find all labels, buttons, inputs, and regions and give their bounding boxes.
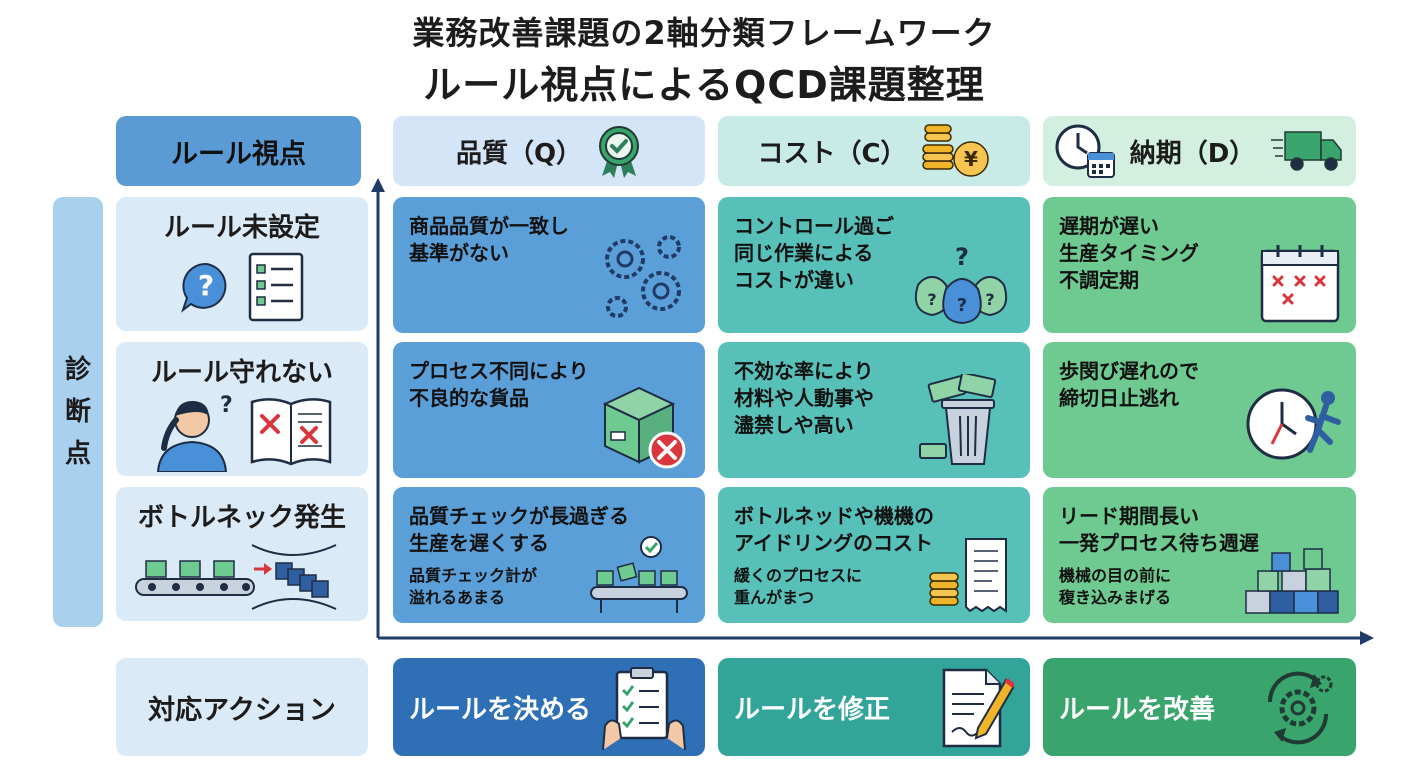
cell-delivery-bottleneck: リード期間長い一発プロセス待ち週遅 機械の目の前に稪き込みまげる [1043, 487, 1356, 623]
cell-delivery-rule-not-followed: 歩閔び遅れので締切日止逃れ [1043, 342, 1356, 478]
clock-running-icon [1246, 388, 1341, 460]
cell-text-line: 商品品質が一致し [409, 214, 569, 238]
cell-text-line: 歩閔び遅れので [1059, 359, 1199, 383]
row-label-rule-not-followed: ルール守れない ? [116, 342, 368, 476]
header-delivery: 納期（D） [1043, 116, 1356, 186]
defective-box-icon [602, 386, 686, 469]
clipboard-hands-icon [602, 667, 686, 750]
horizontal-axis-arrowhead [1360, 631, 1374, 645]
cell-text-line: 基準がない [409, 241, 509, 265]
cell-text-line: アイドリングのコスト [734, 531, 933, 555]
coins-receipt-icon [929, 538, 1007, 613]
cell-text-line: 同じ作業による [734, 241, 874, 265]
cell-text-line: 遅期が遅い [1059, 214, 1159, 238]
cell-subtext-line: 稪き込みまげる [1059, 588, 1172, 607]
row-label-text: ルール守れない [150, 358, 333, 388]
svg-text:?: ? [957, 295, 967, 316]
cell-cost-rule-not-set: コントロール過ご同じ作業によるコストが違い ???? [718, 197, 1030, 333]
diagnosis-char: 点 [64, 439, 91, 469]
vertical-axis-arrowhead [371, 178, 385, 192]
action-cost: ルールを修正 [718, 658, 1030, 756]
diagnosis-char: 診 [64, 355, 91, 385]
cell-text-line: 不調定期 [1059, 268, 1139, 292]
svg-text:?: ? [985, 290, 994, 309]
cell-text-line: 不効な率により [734, 359, 874, 383]
cell-text-line: コントロール過ご [734, 214, 894, 238]
gear-cycle-icon [1267, 671, 1333, 745]
row-label-bottleneck: ボトルネック発生 [116, 487, 368, 621]
header-cost-label: コスト（C） [757, 138, 907, 169]
header-quality: 品質（Q） [393, 116, 705, 186]
clock-calendar-icon [1055, 124, 1115, 178]
svg-text:?: ? [198, 269, 214, 302]
inspection-conveyor-icon [590, 536, 688, 613]
cell-text-line: 濜禁しや高い [734, 413, 854, 437]
rule-book-icon [250, 398, 332, 466]
stacked-boxes-icon [1245, 548, 1339, 614]
cell-text-line: 材料や人動事や [734, 386, 874, 410]
row-label-text: ルール未設定 [163, 213, 320, 243]
action-cost-label: ルールを修正 [734, 694, 891, 725]
money-trash-icon [919, 374, 997, 465]
award-badge-icon [599, 126, 640, 178]
cell-subtext-line: 溢れるあまる [409, 588, 506, 607]
cell-text-line: リード期間長い [1059, 504, 1199, 528]
cell-text-line: 生産タイミング [1059, 241, 1199, 265]
cell-cost-rule-not-followed: 不効な率により材料や人動事や濜禁しや高い [718, 342, 1030, 478]
cell-quality-rule-not-followed: プロセス不同により不良的な貨品 [393, 342, 705, 478]
row-label-rule-not-set: ルール未設定 ? [116, 197, 368, 331]
page-title: 業務改善課題の2軸分類フレームワーク [412, 14, 996, 52]
delivery-truck-icon [1271, 131, 1343, 171]
diagnosis-axis-label: 診 断 点 [53, 197, 103, 627]
svg-text:?: ? [955, 243, 969, 271]
confused-person-icon: ? [156, 393, 233, 472]
cell-quality-rule-not-set: 商品品質が一致し基準がない [393, 197, 705, 333]
header-cost: コスト（C） ¥ [718, 116, 1030, 186]
calendar-missed-icon [1260, 245, 1340, 323]
cell-quality-bottleneck: 品質チェックが長過ぎる生産を遅くする 品質チェック計が溢れるあまる [393, 487, 705, 623]
header-quality-label: 品質（Q） [455, 138, 583, 169]
diagnosis-char: 断 [64, 397, 91, 427]
cell-text-line: 不良的な貨品 [409, 386, 529, 410]
action-quality-label: ルールを決める [409, 694, 592, 725]
action-delivery-label: ルールを改善 [1059, 694, 1216, 725]
cell-text-line: 品質チェックが長過ぎる [409, 504, 629, 528]
money-bags-question-icon: ???? [914, 243, 1008, 325]
svg-text:¥: ¥ [964, 147, 978, 171]
page-subtitle: ルール視点によるQCD課題整理 [423, 63, 985, 107]
cell-subtext-line: 緩くのプロセスに [734, 566, 863, 585]
cell-text-line: 生産を遅くする [409, 531, 549, 555]
svg-text:?: ? [927, 290, 936, 309]
cell-text-line: ボトルネッドや機機の [734, 504, 934, 528]
action-delivery: ルールを改善 [1043, 658, 1356, 756]
coins-yen-icon: ¥ [921, 124, 989, 177]
action-row-label: 対応アクション [116, 658, 368, 756]
header-delivery-label: 納期（D） [1129, 138, 1256, 169]
cell-text-line: 締切日止逃れ [1059, 386, 1179, 410]
document-pencil-icon [942, 668, 1014, 748]
cell-text-line: コストが違い [734, 268, 854, 292]
checklist-icon [248, 252, 304, 322]
cell-subtext-line: 品質チェック計が [409, 566, 538, 585]
cell-text-line: プロセス不同により [409, 359, 589, 383]
cell-subtext-line: 重んがまつ [734, 588, 815, 607]
question-bubble-icon: ? [181, 262, 227, 313]
conveyor-bottleneck-icon [135, 544, 337, 610]
cell-subtext-line: 機械の目の前に [1059, 566, 1172, 585]
cell-delivery-rule-not-set: 遅期が遅い生産タイミング不調定期 [1043, 197, 1356, 333]
cell-text-line: 一発プロセス待ち週遅 [1059, 531, 1259, 555]
row-label-text: ボトルネック発生 [137, 503, 346, 533]
gears-icon [605, 235, 681, 318]
header-rule-perspective: ルール視点 [116, 116, 361, 186]
svg-text:?: ? [220, 393, 233, 418]
cell-cost-bottleneck: ボトルネッドや機機のアイドリングのコスト 緩くのプロセスに重んがまつ [718, 487, 1030, 623]
action-quality: ルールを決める [393, 658, 705, 756]
